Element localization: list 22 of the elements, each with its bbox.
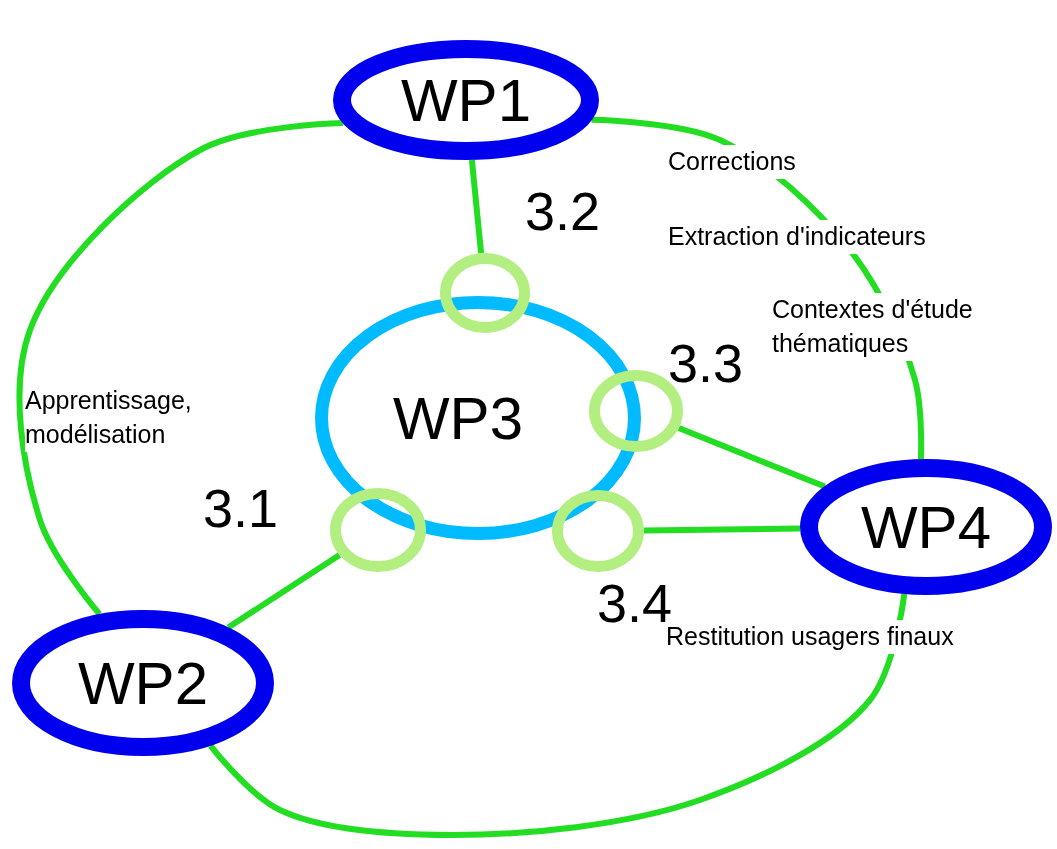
ring-number: 3.2 (525, 180, 601, 242)
connector-line (468, 159, 485, 254)
ellipse-node (12, 610, 274, 756)
node-label: WP1 (401, 65, 531, 135)
ring-node (552, 490, 644, 572)
curved-connector (16, 120, 344, 617)
annotation-text: Corrections (668, 145, 796, 179)
ellipse-node (333, 40, 599, 160)
ellipse-node (800, 459, 1052, 595)
annotation-text: Extraction d'indicateurs (668, 220, 926, 254)
connector-line (677, 425, 826, 490)
curved-connector (208, 593, 908, 838)
ring-number: 3.3 (668, 332, 744, 394)
connector-line (226, 552, 342, 631)
node-label: WP3 (393, 383, 523, 453)
connector-line (643, 525, 801, 534)
ring-node (330, 488, 426, 572)
node-label: WP2 (78, 648, 208, 718)
ring-number: 3.1 (203, 477, 279, 539)
ellipse-node (315, 296, 641, 540)
node-label: WP4 (861, 492, 991, 562)
ring-node (440, 253, 530, 333)
